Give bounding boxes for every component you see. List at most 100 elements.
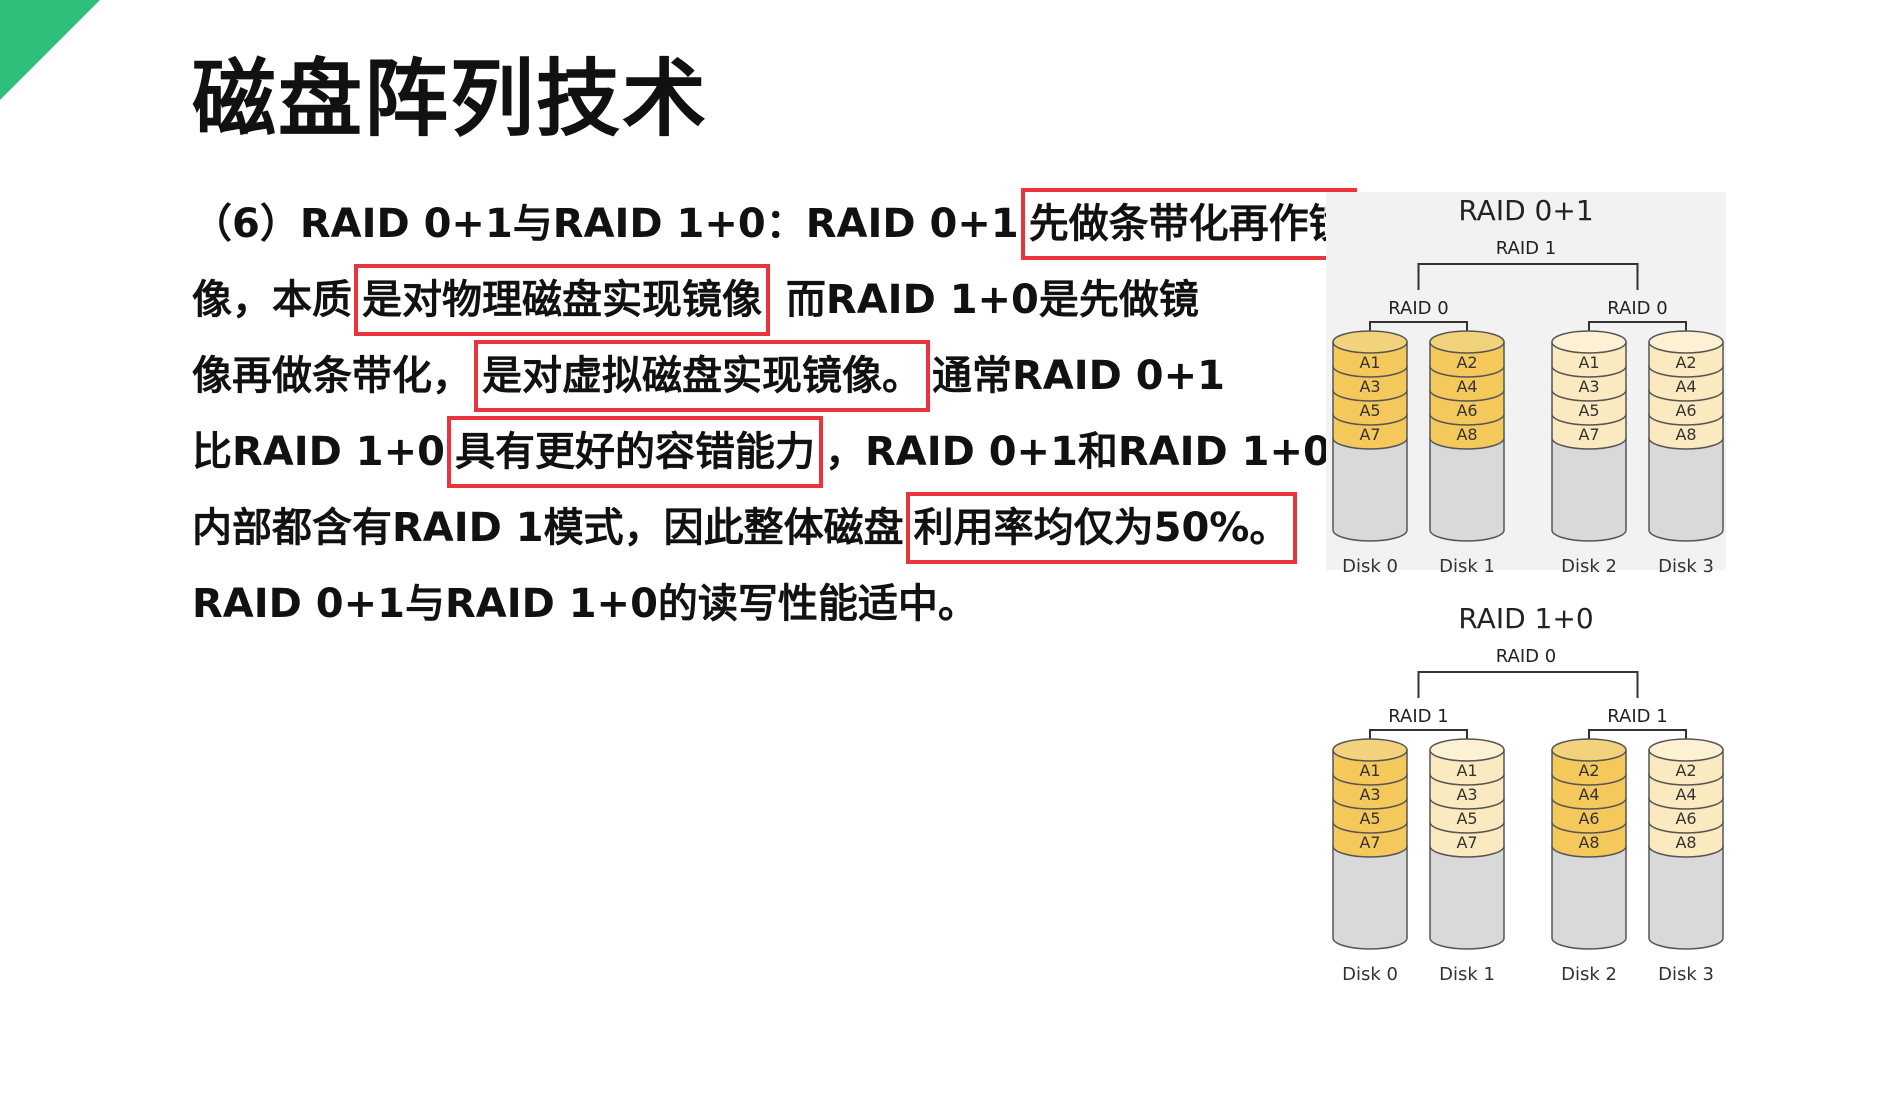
- text-segment: 内部都含有RAID 1模式，因此整体磁盘: [192, 505, 904, 551]
- block-label: A1: [1359, 353, 1380, 372]
- paragraph-line: RAID 0+1与RAID 1+0的读写性能适中。: [192, 566, 1272, 642]
- diagram-top-label: RAID 0: [1496, 646, 1556, 667]
- disk-label: Disk 2: [1561, 556, 1617, 577]
- block-label: A7: [1359, 833, 1380, 852]
- block-label: A8: [1675, 833, 1696, 852]
- group-bracket-line: [1369, 321, 1468, 336]
- block-label: A4: [1675, 785, 1696, 804]
- disk-top-ellipse: [1551, 330, 1627, 354]
- group-bracket-line: [1588, 321, 1687, 336]
- disk-top-ellipse: [1551, 738, 1627, 762]
- block-label: A5: [1359, 401, 1380, 420]
- text-segment: 像再做条带化，: [192, 353, 472, 399]
- disk-top-ellipse: [1332, 330, 1408, 354]
- disk-empty-section: [1429, 845, 1505, 950]
- block-label: A3: [1359, 377, 1380, 396]
- corner-accent-triangle: [0, 0, 100, 100]
- block-label: A3: [1578, 377, 1599, 396]
- text-segment: 而RAID 1+0是先做镜: [772, 277, 1199, 323]
- text-segment: RAID 0+1与RAID 1+0的读写性能适中。: [192, 581, 978, 627]
- disk-label: Disk 2: [1561, 964, 1617, 985]
- highlighted-phrase: 利用率均仅为50%。: [905, 492, 1298, 564]
- disk-empty-section: [1551, 437, 1627, 542]
- paragraph-line: 像再做条带化，是对虚拟磁盘实现镜像。通常RAID 0+1: [192, 338, 1272, 414]
- disk-top-ellipse: [1429, 738, 1505, 762]
- block-label: A6: [1456, 401, 1477, 420]
- disk-label: Disk 1: [1439, 556, 1495, 577]
- slide-title: 磁盘阵列技术: [192, 50, 709, 148]
- highlighted-phrase: 是对虚拟磁盘实现镜像。: [474, 340, 930, 412]
- block-label: A4: [1456, 377, 1477, 396]
- block-label: A1: [1456, 761, 1477, 780]
- block-label: A7: [1456, 833, 1477, 852]
- block-label: A1: [1359, 761, 1380, 780]
- disk-top-ellipse: [1648, 738, 1724, 762]
- disk-top-ellipse: [1648, 330, 1724, 354]
- diagram-title: RAID 0+1: [1458, 194, 1593, 227]
- paragraph-line: 像，本质是对物理磁盘实现镜像 而RAID 1+0是先做镜: [192, 262, 1272, 338]
- disk-empty-section: [1332, 845, 1408, 950]
- disk-top-ellipse: [1429, 330, 1505, 354]
- block-label: A5: [1456, 809, 1477, 828]
- block-label: A2: [1675, 353, 1696, 372]
- disk-empty-section: [1332, 437, 1408, 542]
- disk-label: Disk 1: [1439, 964, 1495, 985]
- block-label: A8: [1456, 425, 1477, 444]
- top-bracket-line: [1417, 263, 1639, 290]
- text-segment: 像，本质: [192, 277, 352, 323]
- top-bracket-line: [1417, 671, 1639, 698]
- block-label: A5: [1578, 401, 1599, 420]
- text-segment: 通常RAID 0+1: [932, 353, 1225, 399]
- disk-label: Disk 0: [1342, 556, 1398, 577]
- block-label: A2: [1578, 761, 1599, 780]
- disk-label: Disk 3: [1658, 964, 1714, 985]
- block-label: A4: [1578, 785, 1599, 804]
- block-label: A8: [1578, 833, 1599, 852]
- disk-top-ellipse: [1332, 738, 1408, 762]
- block-label: A1: [1578, 353, 1599, 372]
- disk-empty-section: [1648, 437, 1724, 542]
- text-segment: ，RAID 0+1和RAID 1+0: [824, 429, 1331, 475]
- disk-label: Disk 0: [1342, 964, 1398, 985]
- group-bracket-line: [1369, 729, 1468, 744]
- disk-empty-section: [1551, 845, 1627, 950]
- block-label: A5: [1359, 809, 1380, 828]
- diagram-top-label: RAID 1: [1496, 238, 1556, 259]
- block-label: A6: [1675, 809, 1696, 828]
- block-label: A6: [1675, 401, 1696, 420]
- highlighted-phrase: 先做条带化再作镜: [1020, 188, 1357, 260]
- block-label: A7: [1359, 425, 1380, 444]
- diagram-title: RAID 1+0: [1458, 602, 1593, 635]
- paragraph-line: 内部都含有RAID 1模式，因此整体磁盘利用率均仅为50%。: [192, 490, 1298, 566]
- text-segment: （6）RAID 0+1与RAID 1+0：RAID 0+1: [192, 201, 1019, 247]
- highlighted-phrase: 是对物理磁盘实现镜像: [354, 264, 770, 336]
- block-label: A3: [1456, 785, 1477, 804]
- group-label: RAID 0: [1607, 298, 1667, 319]
- disk-label: Disk 3: [1658, 556, 1714, 577]
- disk-empty-section: [1429, 437, 1505, 542]
- group-label: RAID 1: [1388, 706, 1448, 727]
- block-label: A6: [1578, 809, 1599, 828]
- highlighted-phrase: 具有更好的容错能力: [446, 416, 823, 488]
- block-label: A8: [1675, 425, 1696, 444]
- block-label: A7: [1578, 425, 1599, 444]
- disk-empty-section: [1648, 845, 1724, 950]
- block-label: A4: [1675, 377, 1696, 396]
- block-label: A2: [1456, 353, 1477, 372]
- group-label: RAID 1: [1607, 706, 1667, 727]
- block-label: A3: [1359, 785, 1380, 804]
- group-bracket-line: [1588, 729, 1687, 744]
